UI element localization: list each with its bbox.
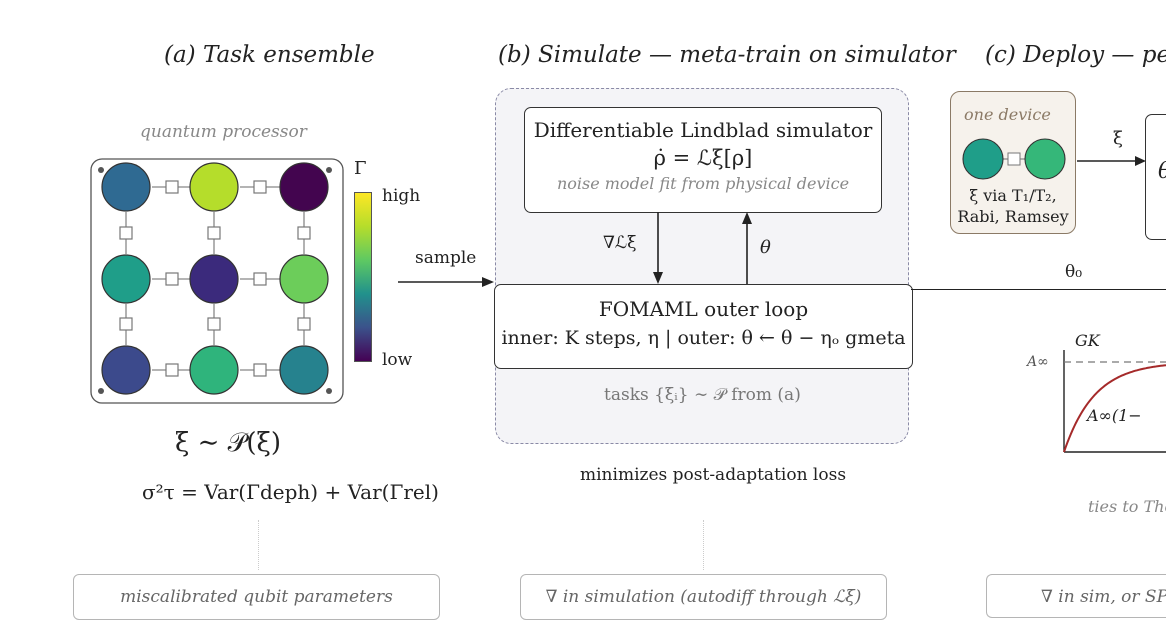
simulator-note: noise model fit from physical device	[556, 174, 850, 193]
ties-label: ties to The	[1088, 497, 1166, 516]
xi-arrow-label: ξ	[1113, 128, 1123, 149]
qubit-1-0	[101, 254, 151, 304]
qubit-1-1	[189, 254, 239, 304]
colorbar-high-label: high	[382, 186, 421, 206]
theta0-label: θ₀	[1065, 262, 1083, 282]
device-qubits	[962, 138, 1066, 180]
panel-c-title: (c) Deploy — per-	[985, 42, 1166, 68]
adaptation-box-label: θ	[1158, 159, 1166, 184]
theta-up-label: θ	[760, 237, 771, 258]
colorbar-low-label: low	[382, 350, 413, 370]
qubit-1-2	[279, 254, 329, 304]
tasks-label: tasks {ξᵢ} ∼ 𝒫 from (a)	[604, 385, 801, 405]
loop-detail: inner: K steps, η | outer: θ ← θ − ηₒ gm…	[501, 327, 906, 349]
simulator-equation: ρ̇ = ℒξ[ρ]	[653, 146, 753, 170]
panel-a-title: (a) Task ensemble	[164, 42, 375, 68]
gain-curve	[1063, 364, 1166, 453]
device-box: one device ξ via T₁/T₂, Rabi, Ramsey	[950, 91, 1076, 234]
plot-asymptote-label: A∞	[1027, 354, 1049, 370]
lindblad-simulator-box: Differentiable Lindblad simulator ρ̇ = ℒ…	[524, 107, 882, 213]
sample-arrow	[398, 277, 494, 287]
gradient-label: ∇ℒξ	[603, 233, 637, 253]
simulator-title: Differentiable Lindblad simulator	[533, 118, 873, 142]
panel-b-footer: ∇ in simulation (autodiff through ℒξ)	[520, 574, 887, 620]
panel-c-footer: ∇ in sim, or SP	[986, 574, 1166, 618]
dotted-connector-a	[258, 520, 259, 570]
colorbar	[354, 192, 372, 362]
qubit-2-2	[279, 345, 329, 395]
distribution-equation: ξ ∼ 𝒫(ξ)	[175, 428, 281, 458]
theta0-line	[911, 289, 1166, 290]
qubit-0-0	[101, 162, 151, 212]
processor-label: quantum processor	[140, 122, 307, 142]
sample-label: sample	[415, 248, 477, 268]
adaptation-box: θ	[1145, 114, 1166, 240]
plot-ylabel: GK	[1075, 331, 1100, 350]
qubit-2-0	[101, 345, 151, 395]
calibration-line-1: ξ via T₁/T₂,	[969, 186, 1057, 205]
panel-b-caption: minimizes post-adaptation loss	[580, 465, 847, 485]
loop-title: FOMAML outer loop	[598, 297, 809, 321]
simulator-loop-arrows	[653, 212, 752, 284]
calibration-line-2: Rabi, Ramsey	[957, 207, 1069, 226]
variance-equation: σ²τ = Var(Γdeph) + Var(Γrel)	[142, 480, 439, 504]
xi-arrow	[1077, 156, 1146, 166]
panel-b-title: (b) Simulate — meta-train on simulator	[498, 42, 956, 68]
fomaml-loop-box: FOMAML outer loop inner: K steps, η | ou…	[494, 284, 913, 369]
qubit-2-1	[189, 345, 239, 395]
qubit-0-1	[189, 162, 239, 212]
quantum-processor-diagram	[90, 158, 344, 404]
panel-a-footer: miscalibrated qubit parameters	[73, 574, 440, 620]
gain-curve-plot	[1063, 350, 1166, 453]
dotted-connector-b	[703, 520, 704, 570]
device-label: one device	[964, 105, 1051, 124]
plot-curve-label: A∞(1−	[1087, 406, 1142, 425]
qubit-0-2	[279, 162, 329, 212]
colorbar-symbol: Γ	[354, 158, 367, 179]
